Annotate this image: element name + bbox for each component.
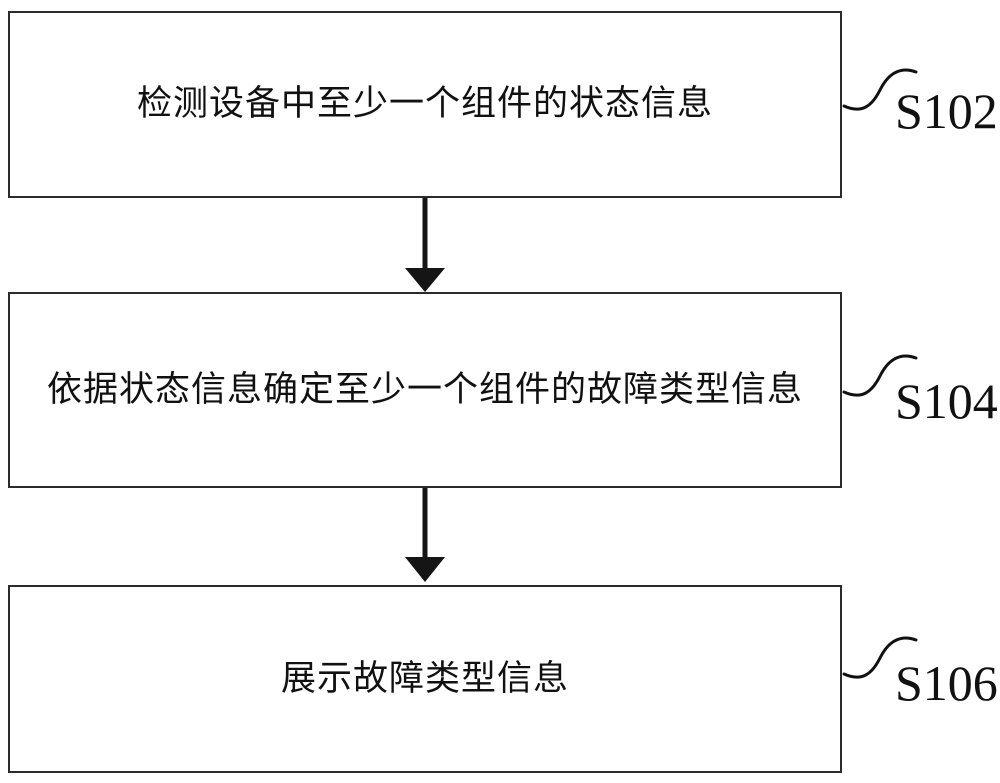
step-label-s104: S104 [895, 373, 998, 429]
flow-step-text-s104: 依据状态信息确定至少一个组件的故障类型信息 [46, 369, 803, 410]
flow-step-text-s106: 展示故障类型信息 [280, 658, 569, 699]
arrow-s102-to-s104 [405, 198, 445, 292]
step-label-s102: S102 [895, 83, 998, 139]
flow-step-box-s106: 展示故障类型信息 [8, 585, 842, 773]
arrow-s104-to-s106 [405, 488, 445, 582]
step-label-s106: S106 [895, 655, 998, 711]
flow-step-text-s102: 检测设备中至少一个组件的状态信息 [136, 84, 713, 125]
flow-step-box-s102: 检测设备中至少一个组件的状态信息 [8, 11, 842, 198]
flow-step-box-s104: 依据状态信息确定至少一个组件的故障类型信息 [8, 292, 842, 488]
